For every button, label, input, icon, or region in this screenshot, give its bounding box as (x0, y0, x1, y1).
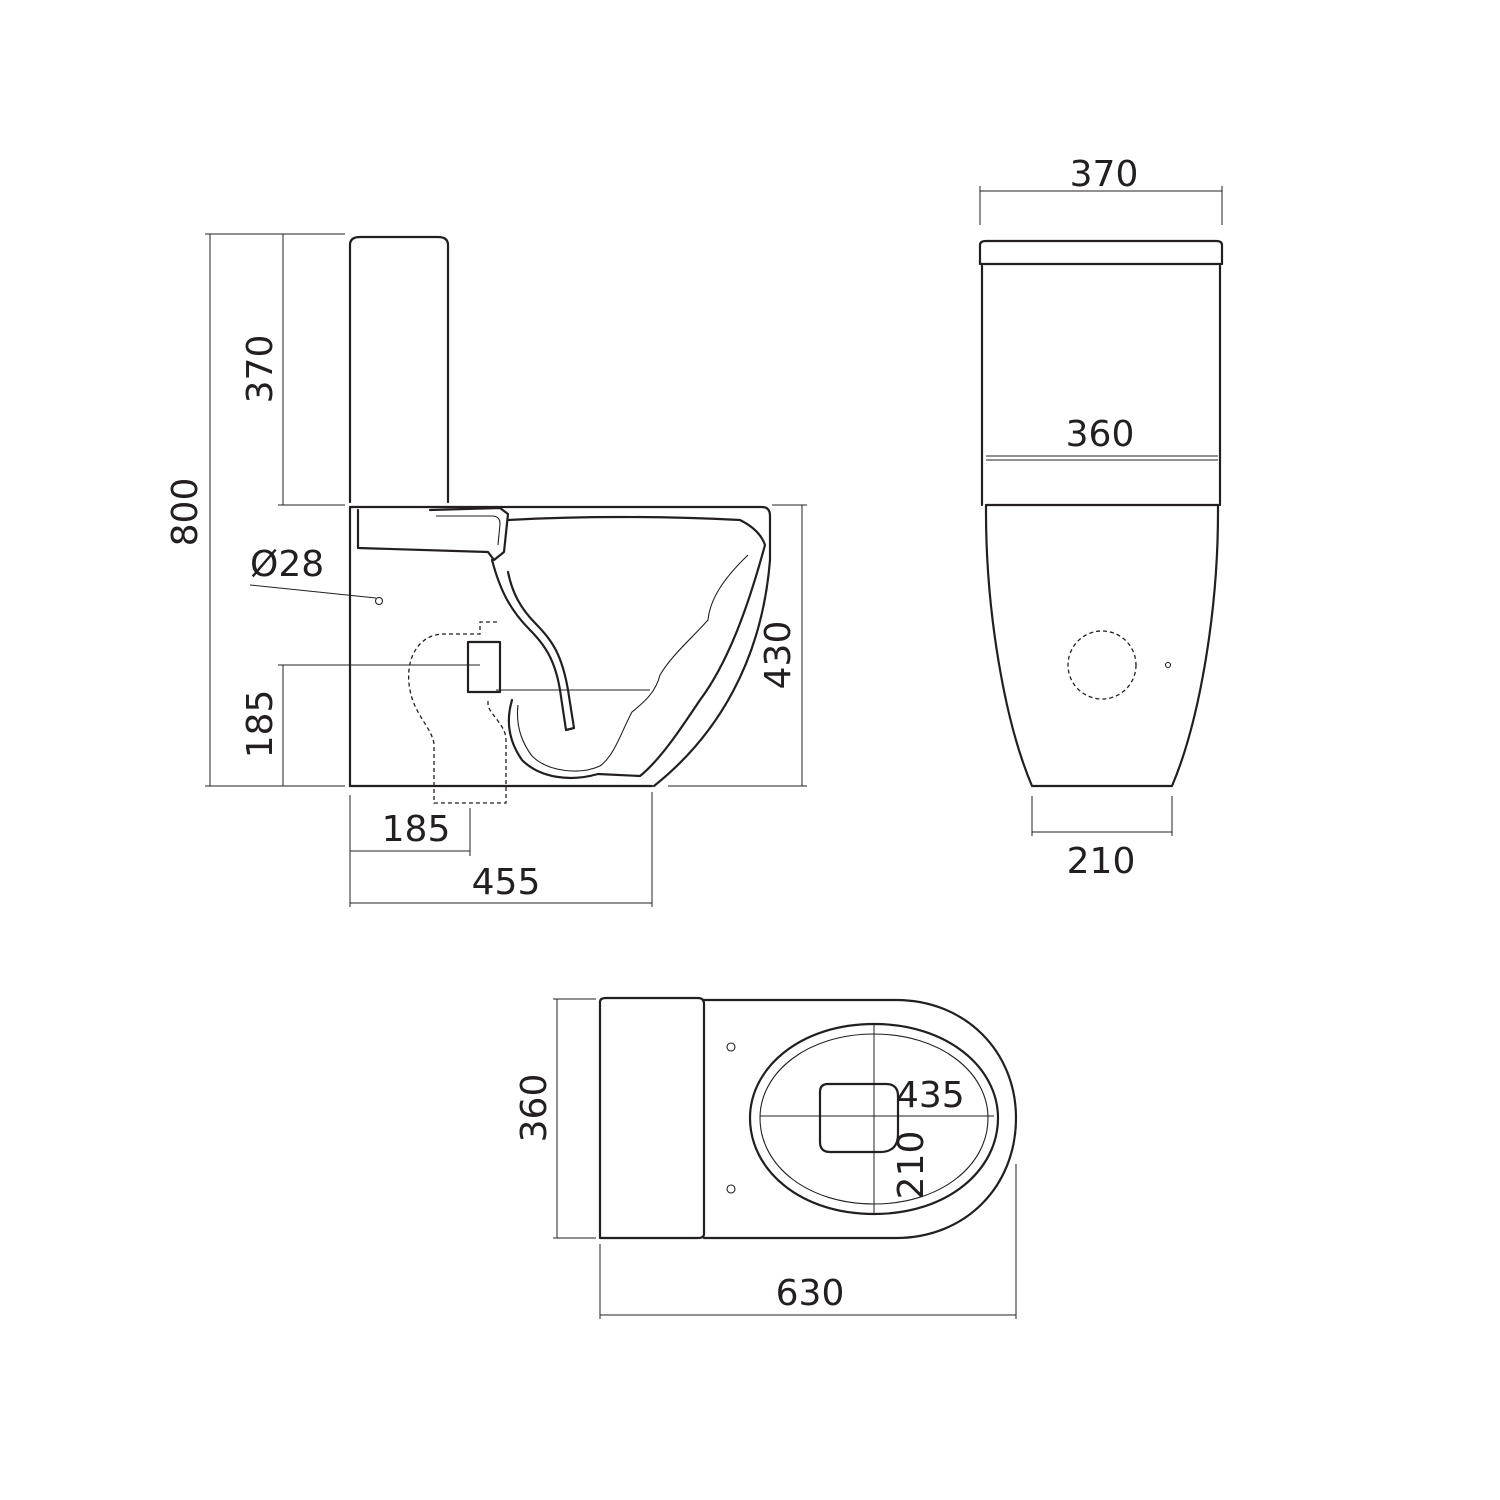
side-outlet-spigot (466, 640, 502, 694)
dim-front-360-label: 360 (1066, 414, 1135, 455)
front-pan-body (984, 503, 1220, 788)
dim-185-horizontal-label: 185 (382, 809, 451, 850)
side-bowl (506, 515, 767, 780)
dim-800-label: 800 (165, 478, 206, 547)
top-cistern (598, 996, 706, 1240)
front-outlet-circle (1067, 630, 1137, 700)
dim-430-label: 430 (758, 621, 799, 690)
side-inlet-leader (249, 584, 377, 599)
top-pan-outline (702, 998, 1018, 1240)
dim-top-435-label: 435 (896, 1075, 965, 1116)
dim-front-370-label: 370 (1070, 154, 1139, 195)
side-view: 800 370 Ø28 185 430 185 455 (165, 233, 807, 907)
top-fixing-hole-lower (726, 1184, 736, 1194)
side-rim-channel (436, 515, 501, 546)
front-cistern-lid (978, 239, 1224, 266)
front-inlet-hole (1164, 661, 1172, 669)
side-bowl-inner (516, 554, 749, 772)
dim-front-210-label: 210 (1067, 841, 1136, 882)
side-trapway (490, 558, 576, 732)
dim-185-vertical-label: 185 (240, 690, 281, 759)
side-flush-inlet (356, 506, 510, 562)
front-view: 370 360 210 (978, 154, 1224, 882)
side-cistern (348, 235, 450, 504)
top-waterway (818, 1082, 900, 1154)
front-cistern (980, 264, 1222, 507)
top-view: 360 435 210 630 (514, 996, 1018, 1319)
dim-455-label: 455 (472, 862, 541, 903)
dim-370-label: 370 (240, 335, 281, 404)
side-pan-body (348, 505, 772, 788)
side-water-inlet-hole (374, 596, 384, 606)
dim-top-360-label: 360 (514, 1074, 555, 1143)
side-pan-connector (408, 621, 507, 804)
dim-top-630-label: 630 (776, 1273, 845, 1314)
dim-top-210-label: 210 (891, 1131, 932, 1200)
top-fixing-hole-upper (726, 1042, 736, 1052)
dim-inlet-label: Ø28 (250, 544, 324, 585)
